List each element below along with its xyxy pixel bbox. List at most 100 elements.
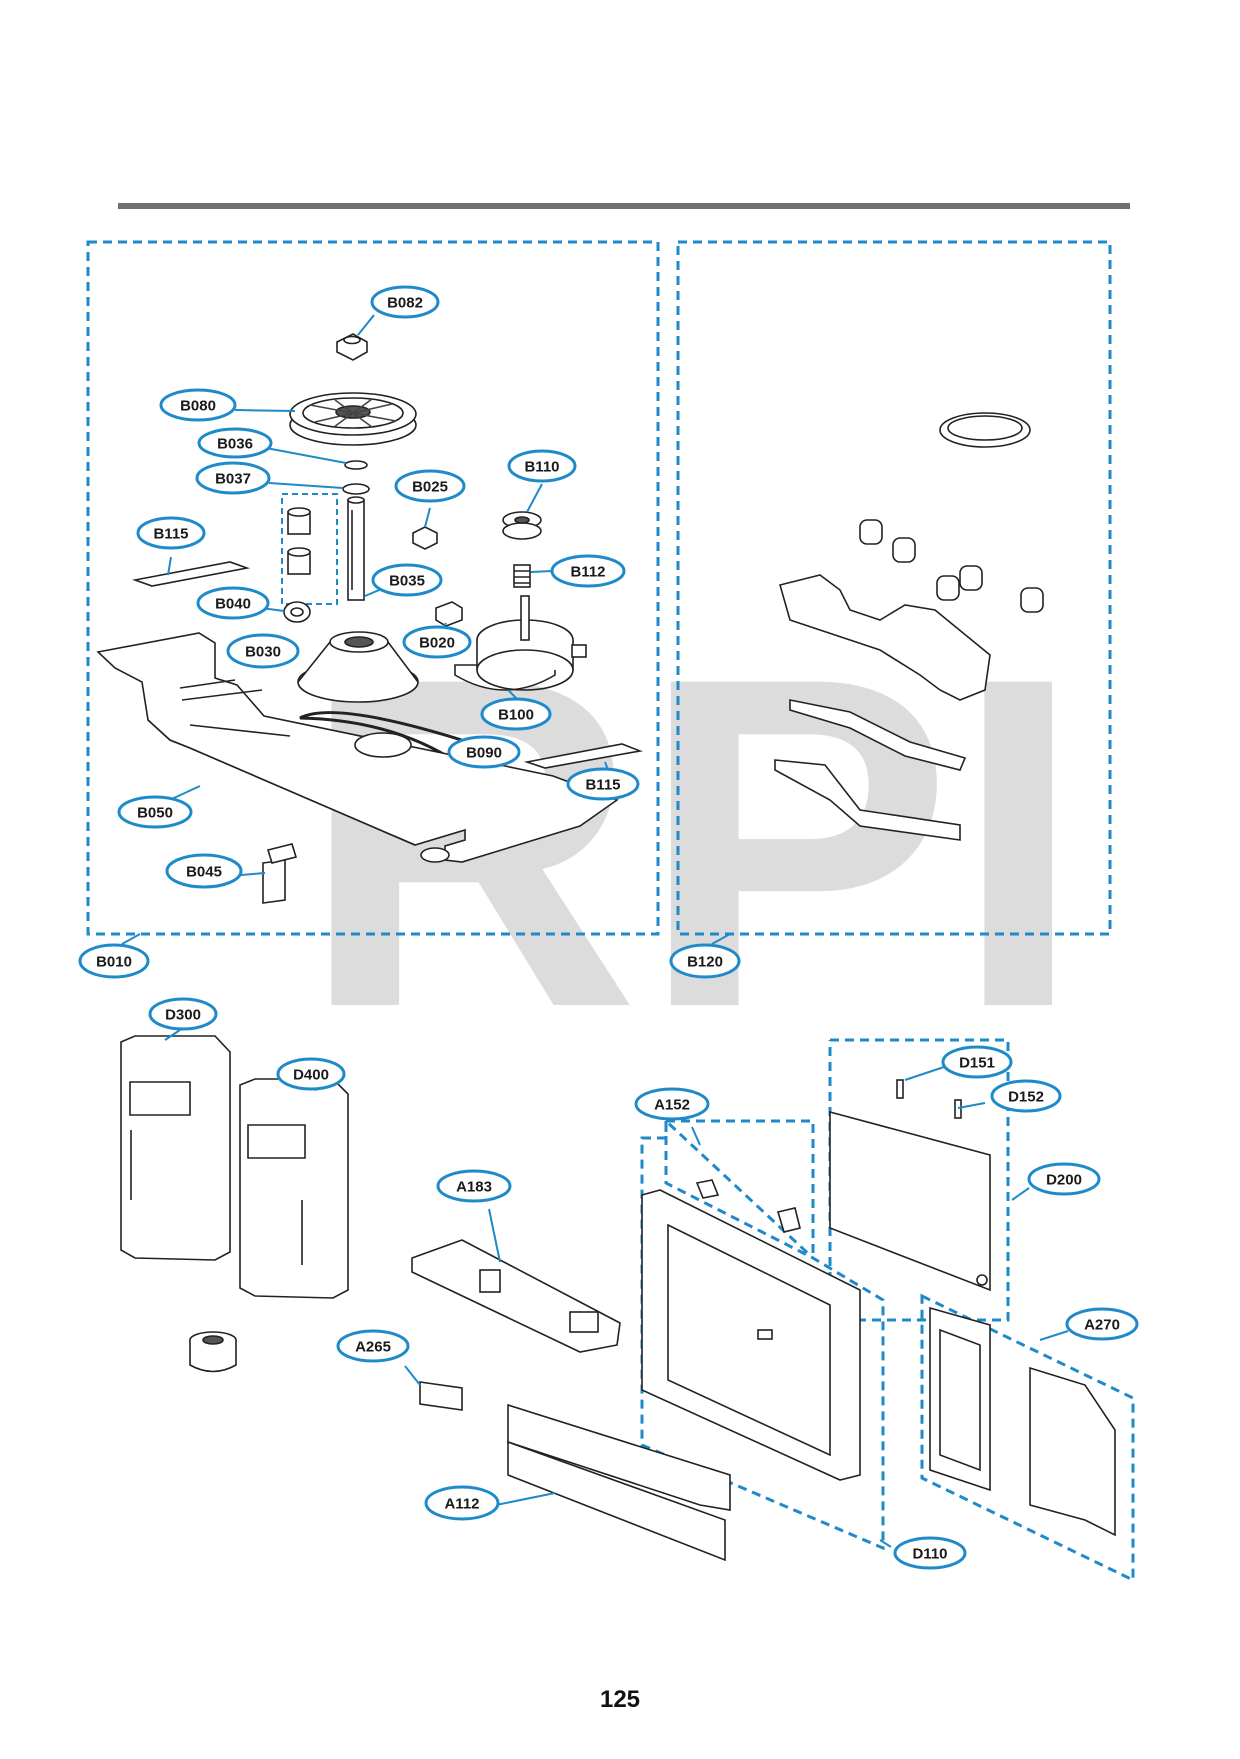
housing-b030	[297, 631, 419, 703]
label-b082: B082	[387, 295, 423, 312]
lever-lower	[774, 759, 961, 841]
label-d151: D151	[959, 1055, 995, 1072]
callout-b025	[394, 469, 466, 503]
label-a265: A265	[355, 1339, 391, 1356]
frame-a152-b	[664, 1121, 814, 1260]
callout-b020	[402, 625, 472, 659]
callout-b110	[507, 449, 577, 483]
label-a152: A152	[654, 1097, 690, 1114]
ring-b036	[344, 460, 368, 470]
frame-b050	[96, 632, 619, 863]
callout-d151	[941, 1045, 1013, 1079]
callout-b112	[550, 554, 626, 588]
label-b110: B110	[524, 459, 559, 476]
frame-d200	[828, 1038, 1010, 1322]
panel-d400	[239, 1078, 349, 1299]
bumpers	[859, 519, 1044, 613]
label-b100: B100	[498, 707, 534, 724]
callout-b115-left	[136, 516, 206, 550]
panel-d300	[120, 1035, 231, 1261]
plate-d200	[829, 1079, 991, 1292]
callout-b045	[165, 853, 243, 889]
bearing-b040	[283, 601, 311, 623]
label-b115-left: B115	[153, 526, 188, 543]
label-b040: B040	[215, 596, 251, 613]
callout-b080	[159, 388, 237, 422]
callout-a265	[336, 1329, 410, 1363]
housing-d110	[641, 1189, 861, 1481]
parts-lower	[120, 1035, 1116, 1562]
label-b037: B037	[215, 471, 251, 488]
callout-d400	[276, 1057, 346, 1091]
callout-d110	[893, 1536, 967, 1570]
callout-a183	[436, 1169, 512, 1203]
label-d110: D110	[912, 1546, 947, 1563]
label-b025: B025	[412, 479, 448, 496]
lever-upper	[789, 699, 967, 771]
tabs-a152	[695, 1179, 801, 1233]
block-b025	[412, 526, 438, 550]
label-b090: B090	[466, 745, 502, 762]
callout-b120	[669, 943, 741, 979]
callout-d152	[990, 1079, 1062, 1113]
label-b036: B036	[217, 436, 253, 453]
ring-gasket	[939, 412, 1031, 448]
label-d200: D200	[1046, 1172, 1082, 1189]
clip-b045	[262, 843, 298, 904]
shaft-b035	[347, 496, 365, 601]
bushings	[287, 507, 311, 575]
knob	[189, 1331, 237, 1373]
page-number: 125	[599, 1686, 641, 1713]
pulley-b080	[289, 392, 417, 446]
callout-b037	[195, 461, 271, 495]
callout-labels: B082 B080 B036 B037 B025 B110 B115 B112 …	[96, 295, 1120, 1563]
header-rule	[118, 203, 1130, 209]
callout-b050	[117, 795, 193, 829]
label-b115-right: B115	[585, 777, 620, 794]
clip-b020	[435, 601, 463, 627]
callout-bubbles	[78, 285, 1139, 1570]
callout-b010	[78, 943, 150, 979]
callout-d200	[1027, 1162, 1101, 1196]
frame-b120	[676, 240, 1112, 936]
strip-a112	[507, 1403, 731, 1562]
label-b035: B035	[389, 573, 425, 590]
bracket-assembly	[779, 574, 991, 701]
group-frames	[86, 240, 1135, 1583]
callout-b115-right	[566, 767, 640, 801]
frame-a152	[666, 1119, 815, 1258]
motor-b100	[454, 595, 587, 691]
label-b120: B120	[687, 954, 723, 971]
label-b010: B010	[96, 954, 132, 971]
label-b080: B080	[180, 398, 216, 415]
spring-b112	[513, 564, 531, 588]
callout-b090	[447, 735, 521, 769]
frame-a270	[920, 1293, 1135, 1583]
callout-b082	[370, 285, 440, 319]
callout-a112	[424, 1485, 500, 1521]
label-d400: D400	[293, 1067, 329, 1084]
frame-b010	[86, 240, 660, 936]
cover-a270	[929, 1306, 1116, 1537]
label-a270: A270	[1084, 1317, 1120, 1334]
tag-a265	[419, 1381, 463, 1411]
callout-a152	[634, 1087, 710, 1121]
label-a183: A183	[456, 1179, 492, 1196]
label-a112: A112	[444, 1496, 479, 1513]
callout-b100	[480, 697, 552, 731]
callout-b040	[196, 586, 270, 620]
cap-b110	[502, 511, 542, 540]
callout-b035	[371, 563, 443, 597]
label-b050: B050	[137, 805, 173, 822]
callout-b036	[197, 427, 273, 459]
label-d152: D152	[1008, 1089, 1044, 1106]
bracket-a183	[411, 1239, 621, 1353]
callout-d300	[148, 997, 218, 1031]
callout-b030	[226, 633, 300, 669]
parts-b010	[96, 333, 643, 904]
nut-b082	[336, 333, 368, 361]
label-b020: B020	[419, 635, 455, 652]
bracket-b115-right	[523, 743, 643, 769]
ring-b037	[342, 483, 370, 495]
callout-a270	[1065, 1307, 1139, 1341]
